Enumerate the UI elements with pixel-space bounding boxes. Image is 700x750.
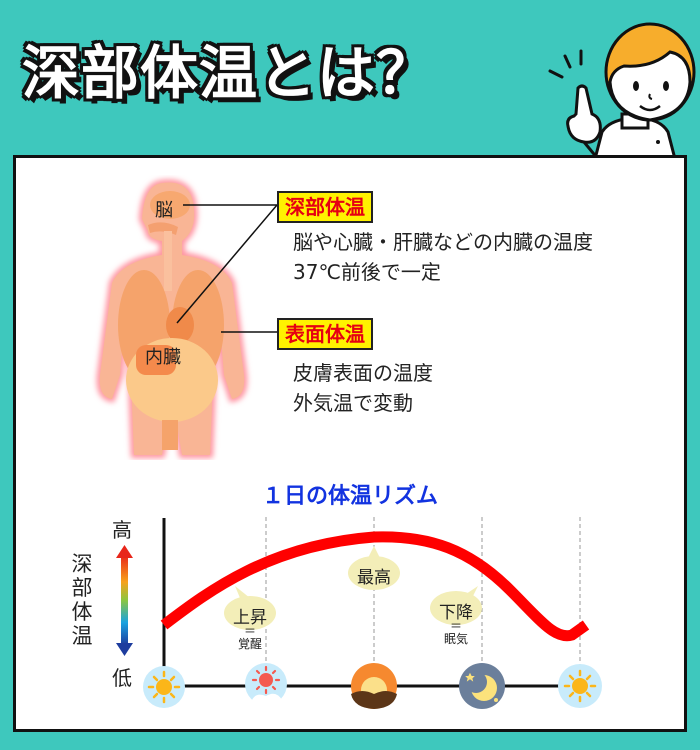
annotation-fall-sub: 眠気 (443, 632, 468, 646)
y-axis-low-label: 低 (112, 666, 132, 690)
moon-icon (459, 663, 505, 709)
equals-sign: ＝ (243, 624, 256, 638)
deep-body-temp-tag: 深部体温 (277, 191, 373, 223)
equals-sign: ＝ (449, 619, 462, 633)
annotation-rise-sub: 覚醒 (237, 637, 262, 651)
surface-temp-description: 皮膚表面の温度 外気温で変動 (293, 358, 433, 418)
deep-body-temp-description: 脳や心臓・肝臓などの内臓の温度 37℃前後で一定 (293, 227, 593, 287)
annotation-bubble-peak (348, 546, 400, 590)
description-line: 37℃前後で一定 (293, 260, 441, 284)
y-axis-high-label: 高 (112, 518, 132, 542)
sun-icon (558, 664, 602, 708)
description-line: 皮膚表面の温度 (293, 361, 433, 385)
sun-cloud-icon (245, 663, 287, 710)
human-body-anatomy-illustration (96, 179, 248, 458)
page-title: 深部体温とは？ (22, 39, 436, 107)
description-line: 外気温で変動 (293, 391, 413, 415)
y-axis-title: 深部体温 (71, 552, 93, 648)
surface-temp-tag: 表面体温 (277, 318, 373, 350)
sunset-icon (351, 663, 397, 709)
annotation-fall-label: 下降 (439, 603, 473, 623)
pointing-character-illustration (548, 22, 696, 159)
annotation-rise-label: 上昇 (233, 608, 267, 628)
sun-icon (143, 666, 185, 708)
internal-organs-label: 内臓 (145, 347, 181, 368)
temperature-scale-arrow-icon (116, 545, 133, 656)
chart-title: １日の体温リズム (261, 484, 438, 509)
emphasis-lines-icon (548, 49, 583, 79)
annotation-peak-label: 最高 (357, 568, 391, 588)
brain-label: 脳 (155, 200, 173, 221)
temperature-curve (160, 531, 590, 642)
annotation-bubble-rise (224, 586, 276, 630)
annotation-bubble-fall (430, 586, 482, 625)
description-line: 脳や心臓・肝臓などの内臓の温度 (293, 230, 593, 254)
